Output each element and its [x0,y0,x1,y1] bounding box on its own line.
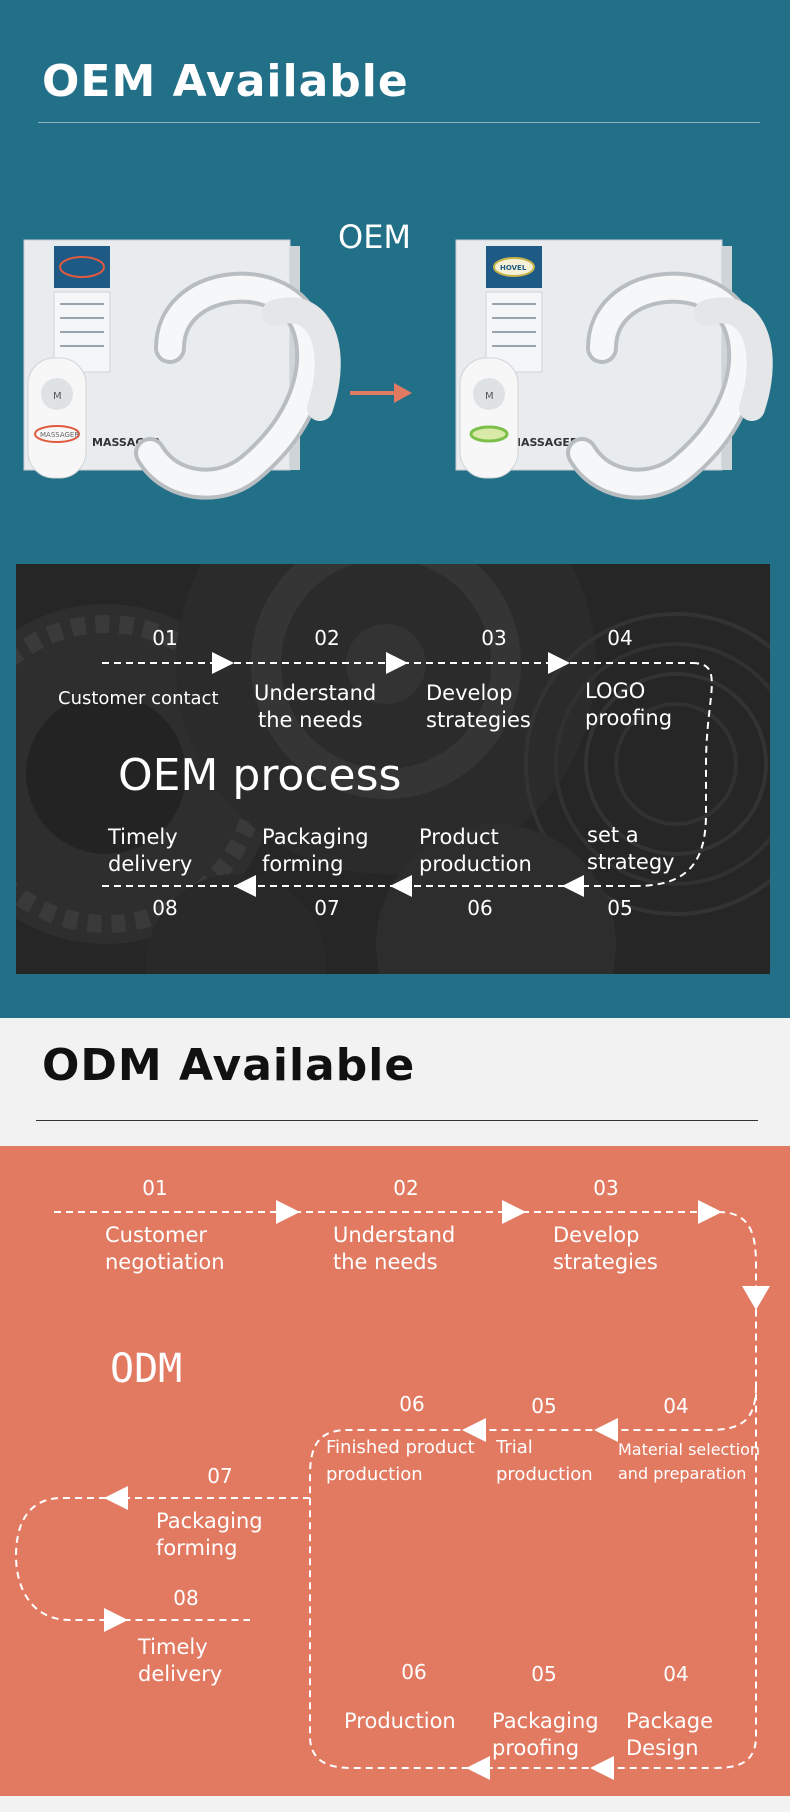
remote-brand-text: MASSAGER [40,431,79,439]
step-label: Packaging forming [156,1509,263,1560]
svg-text:M: M [53,391,62,402]
step-label: Timely delivery [138,1635,223,1686]
arrow-left-icon [590,1756,614,1780]
arrow-left-icon [594,1418,618,1442]
arrow-right-icon [276,1200,300,1224]
step-number: 06 [401,1660,427,1684]
odm-label: ODM [110,1346,183,1392]
step-number: 05 [607,896,633,920]
step-label: Product production [419,825,532,876]
step-label: Production [344,1709,456,1733]
arrow-right-icon [386,652,408,674]
svg-text:M: M [485,391,494,402]
oem-divider [38,122,760,123]
step-number: 02 [314,626,340,650]
arrow-left-icon [234,875,256,897]
box-logo-text: HOVEL [500,264,527,272]
step-number: 02 [393,1176,419,1200]
arrow-right-icon [104,1608,128,1632]
step-label: Timely delivery [108,825,193,876]
arrow-down-icon [742,1286,770,1310]
arrow-left-icon [462,1418,486,1442]
step-label: Develop strategies [426,681,531,732]
odm-title: ODM Available [42,1040,416,1091]
step-number: 08 [173,1586,199,1610]
step-number: 04 [607,626,633,650]
step-number: 03 [593,1176,619,1200]
step-label: set a strategy [587,823,675,874]
step-number: 06 [467,896,493,920]
step-label: Develop strategies [553,1223,658,1274]
step-number: 05 [531,1662,557,1686]
step-number: 01 [142,1176,168,1200]
step-number: 08 [152,896,178,920]
oem-section: OEM Available OEM MASSAGER M MASSAGER [0,0,790,1018]
arrow-left-icon [466,1756,490,1780]
oem-process-panel: 01 02 03 04 Customer contact Understand … [16,564,770,974]
step-number: 07 [207,1464,233,1488]
odm-process-section: 01 02 03 Customer negotiation Understand… [0,1146,790,1796]
box-brand-text: MASSAGER [510,436,579,449]
step-label: Package Design [626,1709,714,1760]
product-image-after: HOVEL MASSAGER M [452,238,782,508]
step-number: 06 [399,1392,425,1416]
arrow-right-icon [212,652,234,674]
arrow-left-icon [104,1486,128,1510]
step-number: 04 [663,1662,689,1686]
step-label: Customer negotiation [105,1223,225,1274]
step-number: 04 [663,1394,689,1418]
step-label: LOGO proofing [585,679,673,730]
oem-flow-lines [102,652,713,897]
arrow-right-icon [502,1200,526,1224]
step-label: Understand the needs [254,681,377,732]
step-number: 01 [152,626,178,650]
oem-label: OEM [338,218,412,256]
step-number: 05 [531,1394,557,1418]
step-label: Packaging forming [262,825,369,876]
step-label: Customer contact [58,688,219,709]
step-label: Understand the needs [333,1223,456,1274]
oem-title: OEM Available [42,56,409,107]
oem-process-title: OEM process [118,750,402,801]
arrow-right-icon [350,383,412,403]
odm-flow-lines [14,1200,770,1780]
step-number: 03 [481,626,507,650]
step-label: Finished product production [326,1437,475,1485]
odm-divider [36,1120,758,1121]
step-label: Packaging proofing [492,1709,599,1760]
arrow-right-icon [698,1200,722,1224]
product-image-before: MASSAGER M MASSAGER [20,238,350,508]
gear-background-image [16,564,770,974]
arrow-right-icon [548,652,570,674]
step-label: Trial production [496,1437,593,1485]
step-number: 07 [314,896,340,920]
step-label: Material selection and preparation [618,1440,760,1483]
arrow-left-icon [390,875,412,897]
arrow-left-icon [562,875,584,897]
